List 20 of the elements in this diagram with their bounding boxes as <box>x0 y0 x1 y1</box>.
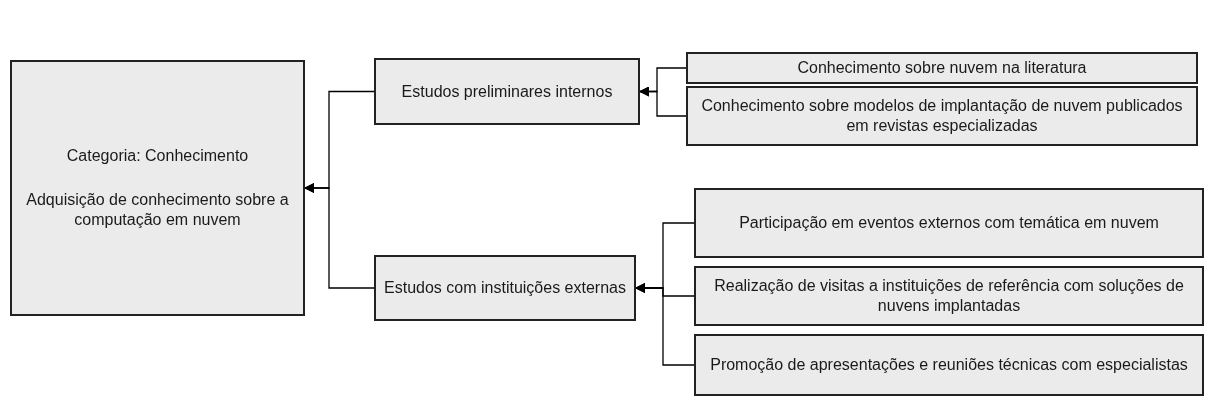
box-text: Participação em eventos externos com temática em nuvem <box>739 213 1159 233</box>
process-box <box>686 52 1198 84</box>
process-box <box>686 86 1198 146</box>
process-box <box>694 188 1204 258</box>
box-text: Realização de visitas a instituições de referência com soluções de nuvens implantadas <box>713 276 1185 316</box>
process-box <box>694 266 1204 326</box>
box-text: Promoção de apresentações e reuniões técnicas com especialistas <box>710 355 1188 375</box>
process-box <box>374 255 636 321</box>
box-text: Estudos preliminares internos <box>401 81 613 102</box>
box-text: Adquisição de conhecimento sobre a computação em nuvem <box>25 190 290 230</box>
process-box <box>10 60 305 316</box>
process-box <box>374 58 640 125</box>
connector-arrow <box>639 86 687 117</box>
box-text: Conhecimento sobre nuvem na literatura <box>797 58 1087 78</box>
box-text: Estudos com instituições externas <box>384 278 626 298</box>
box-text: Conhecimento sobre modelos de implantação de nuvem publicados em revistas especializadas <box>700 96 1184 136</box>
connector-arrow <box>635 283 695 366</box>
process-box <box>694 334 1204 396</box>
box-text: Categoria: Conhecimento <box>66 146 249 166</box>
connector-arrow <box>304 183 375 289</box>
